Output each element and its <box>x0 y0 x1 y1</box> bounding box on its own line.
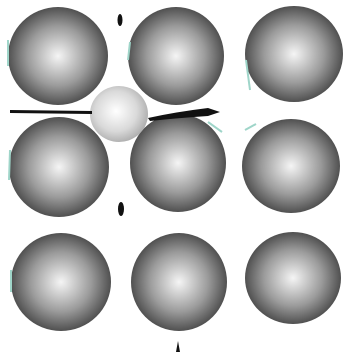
droplet-marker-middle <box>118 202 124 216</box>
sphere-edge-glint <box>245 124 256 130</box>
sphere-row-2 <box>9 86 340 217</box>
small-sphere <box>90 86 148 142</box>
large-sphere-r1-c3 <box>245 6 343 102</box>
large-sphere-r3-c1 <box>11 233 111 331</box>
large-sphere-r1-c1 <box>8 7 108 105</box>
large-sphere-r3-c3 <box>245 232 341 324</box>
sphere-edge-glint <box>9 150 10 180</box>
large-sphere-r2-c2 <box>130 114 226 212</box>
large-sphere-r3-c2 <box>131 233 227 331</box>
sphere-row-1 <box>8 6 343 105</box>
large-sphere-r2-c1 <box>9 117 109 217</box>
droplet-marker-top <box>118 14 123 26</box>
droplet-marker-bottom <box>176 341 180 352</box>
large-sphere-r1-c2 <box>128 7 224 105</box>
arrow-marker-left <box>10 110 92 114</box>
large-sphere-r2-c3 <box>242 119 340 213</box>
sphere-row-3 <box>11 232 341 331</box>
